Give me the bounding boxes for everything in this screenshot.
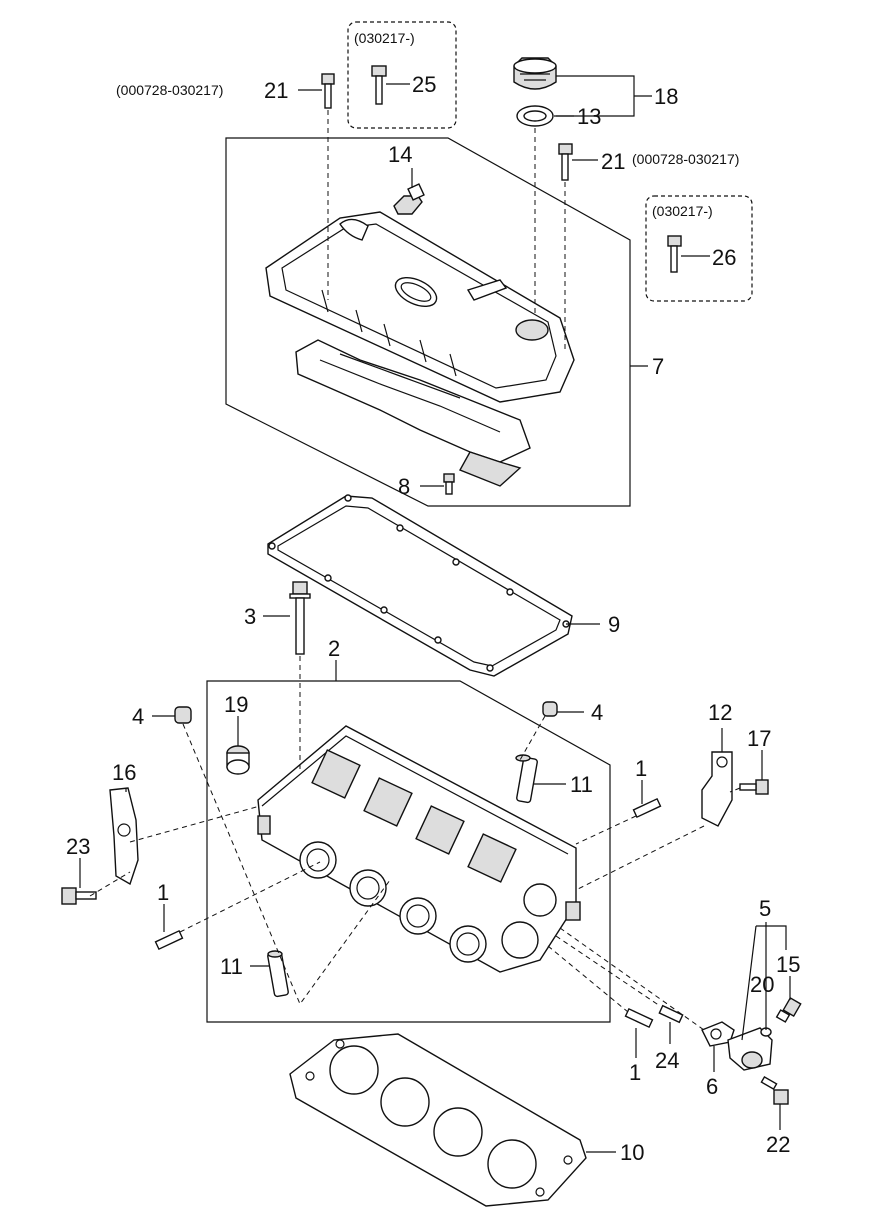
callout-3: 3 xyxy=(244,604,256,629)
note-26: (030217-) xyxy=(652,203,713,219)
callout-17: 17 xyxy=(747,726,771,751)
callout-16: 16 xyxy=(112,760,136,785)
valve-cover-gasket-icon xyxy=(267,494,573,677)
bolt-25-icon xyxy=(371,65,387,105)
water-outlet-fitting-5-icon xyxy=(727,1027,773,1071)
callout-7: 7 xyxy=(652,354,664,379)
assembly-guide-lines xyxy=(89,110,741,1031)
engine-hanger-bracket-12-icon xyxy=(701,751,733,827)
pcv-valve-icon xyxy=(393,183,425,215)
note-box-26 xyxy=(645,195,753,302)
screw-8-icon xyxy=(443,473,455,495)
callout-14: 14 xyxy=(388,142,412,167)
callout-1-left: 1 xyxy=(157,880,169,905)
stud-1-right-icon xyxy=(632,797,662,819)
valve-cover-icon xyxy=(265,211,575,403)
head-bolt-icon xyxy=(289,581,311,655)
gasket-6-icon xyxy=(701,1021,735,1047)
sensor-15-icon xyxy=(775,996,802,1023)
note-box-25 xyxy=(347,21,457,129)
cylinder-head-gasket-icon xyxy=(289,1033,587,1207)
bolt-21-right-icon xyxy=(558,143,573,181)
dowel-guide-11-right-icon xyxy=(515,754,538,804)
callout-24: 24 xyxy=(655,1048,679,1073)
oil-filler-cap-icon xyxy=(513,57,557,90)
callout-20: 20 xyxy=(750,972,774,997)
bolt-21-left-icon xyxy=(321,73,335,109)
bolt-17-icon xyxy=(739,779,769,795)
callout-6: 6 xyxy=(706,1074,718,1099)
callout-18: 18 xyxy=(654,84,678,109)
cover-baffle-icon xyxy=(295,339,531,487)
callout-1-right: 1 xyxy=(635,756,647,781)
callout-21-left: 21 xyxy=(264,78,288,103)
callout-2: 2 xyxy=(328,636,340,661)
cap-seal-ring-icon xyxy=(516,105,554,127)
bolt-26-icon xyxy=(667,235,682,273)
note-21-left: (000728-030217) xyxy=(116,82,223,98)
callout-10: 10 xyxy=(620,1140,644,1165)
bolt-23-icon xyxy=(61,887,97,905)
callout-15: 15 xyxy=(776,952,800,977)
callout-11-right: 11 xyxy=(570,772,593,797)
cylinder-head-icon xyxy=(257,725,581,973)
note-21-right: (000728-030217) xyxy=(632,151,739,167)
callout-25: 25 xyxy=(412,72,436,97)
dowel-guide-11-left-icon xyxy=(267,950,289,998)
leader-lines xyxy=(79,75,791,1153)
cylinder-head-assembly-frame xyxy=(206,680,611,1023)
cap-nut-4-right-icon xyxy=(542,701,558,717)
callout-4-left: 4 xyxy=(132,704,144,729)
callout-1-bottom: 1 xyxy=(629,1060,641,1085)
stud-24-icon xyxy=(658,1004,684,1024)
callout-13: 13 xyxy=(577,104,601,129)
callout-11-left: 11 xyxy=(220,954,243,979)
callout-4-right: 4 xyxy=(591,700,603,725)
callout-19: 19 xyxy=(224,692,248,717)
note-25: (030217-) xyxy=(354,30,415,46)
callout-9: 9 xyxy=(608,612,620,637)
stud-1-bottom-icon xyxy=(624,1007,654,1029)
callout-22: 22 xyxy=(766,1132,790,1157)
seal-plug-19-icon xyxy=(226,745,250,775)
stud-1-left-icon xyxy=(154,929,184,951)
callout-5: 5 xyxy=(759,896,771,921)
cap-nut-4-left-icon xyxy=(174,706,192,724)
callout-8: 8 xyxy=(398,474,410,499)
callout-12: 12 xyxy=(708,700,732,725)
bolt-22-icon xyxy=(760,1075,789,1105)
callout-23: 23 xyxy=(66,834,90,859)
valve-cover-assembly-frame xyxy=(225,137,631,507)
engine-hanger-bracket-16-icon xyxy=(109,787,139,886)
callout-21-right: 21 xyxy=(601,149,625,174)
callout-26: 26 xyxy=(712,245,736,270)
